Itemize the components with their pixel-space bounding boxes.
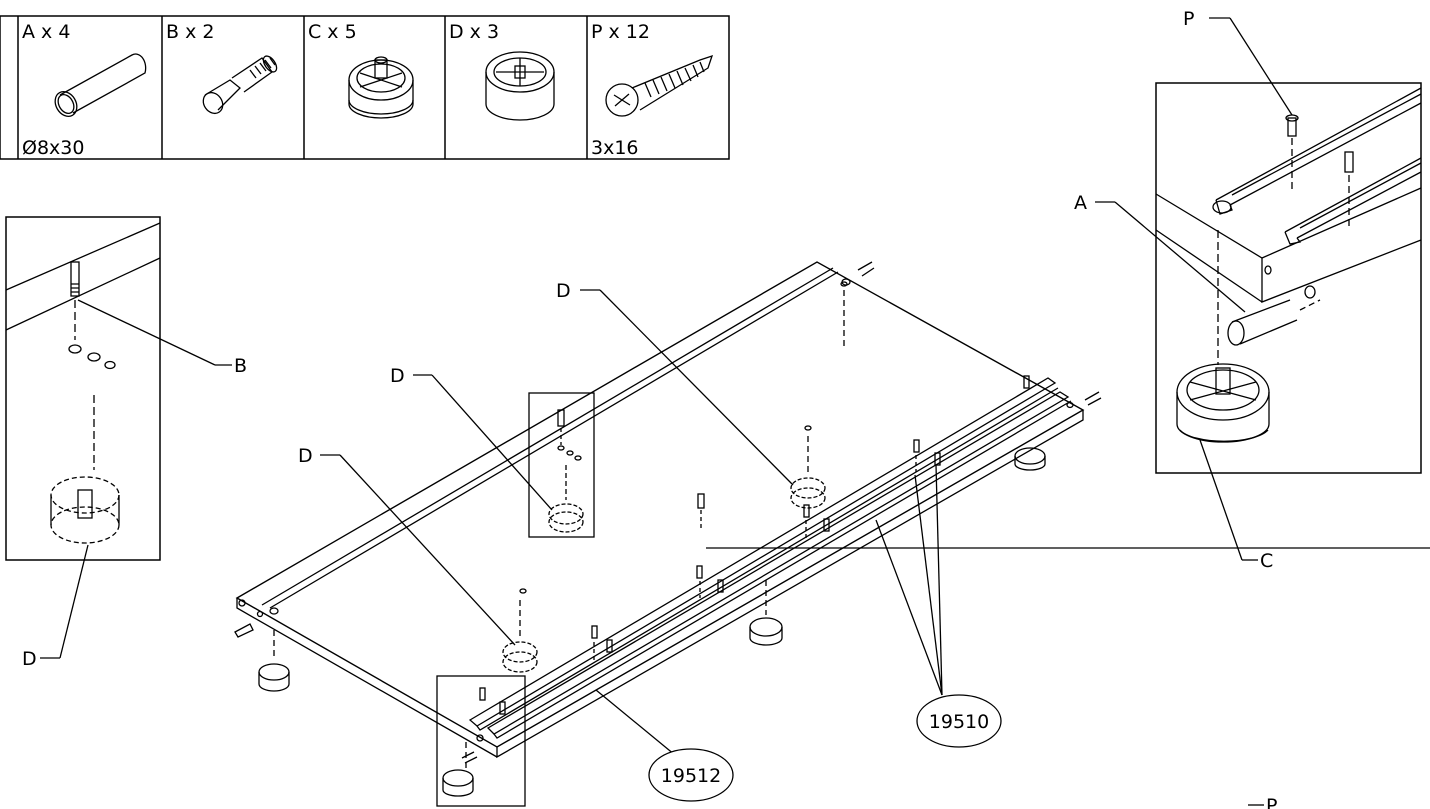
part-p-qty: P x 12: [591, 21, 650, 43]
part-a-qty: A x 4: [22, 21, 70, 43]
part-c-qty: C x 5: [308, 21, 357, 43]
callout-d-1: D: [556, 280, 571, 302]
screw-icon: [605, 54, 714, 117]
detail-box-bottom: [436, 675, 526, 807]
part-d-qty: D x 3: [449, 21, 499, 43]
callout-d-left: D: [22, 648, 37, 670]
callout-d-2: D: [390, 365, 405, 387]
part-p-spec: 3x16: [591, 137, 639, 159]
part-number-19510: 19510: [875, 464, 1002, 748]
feet-c: [258, 447, 1046, 797]
foot-cup-icon: [485, 51, 555, 121]
part-b-qty: B x 2: [166, 21, 214, 43]
detail-box-left: B D: [5, 216, 247, 670]
detail-box-right: P A C: [1074, 8, 1422, 572]
callout-p-bottom: P: [1266, 795, 1277, 809]
callout-d-3: D: [298, 445, 313, 467]
callout-p-top: P: [1183, 8, 1194, 30]
part-a-spec: Ø8x30: [22, 137, 84, 159]
detail-box-center: [528, 392, 595, 538]
bubble-19510-text: 19510: [929, 711, 989, 733]
feet-d: [502, 281, 1430, 673]
callout-b: B: [234, 355, 247, 377]
d-callouts: D D D: [298, 280, 794, 646]
part-number-19512: 19512: [595, 689, 734, 802]
rail-screws: [479, 375, 1030, 715]
bubble-19512-text: 19512: [661, 765, 721, 787]
callout-c: C: [1260, 550, 1273, 572]
main-panel: P: [234, 261, 1430, 809]
leveling-foot-icon: [348, 56, 414, 119]
cam-bolt-icon: [202, 55, 278, 115]
parts-table: A x 4 Ø8x30 B x 2 C x 5 D x 3 P x 12 3x1…: [0, 15, 730, 160]
dowel-icon: [54, 53, 147, 117]
callout-a: A: [1074, 192, 1087, 214]
